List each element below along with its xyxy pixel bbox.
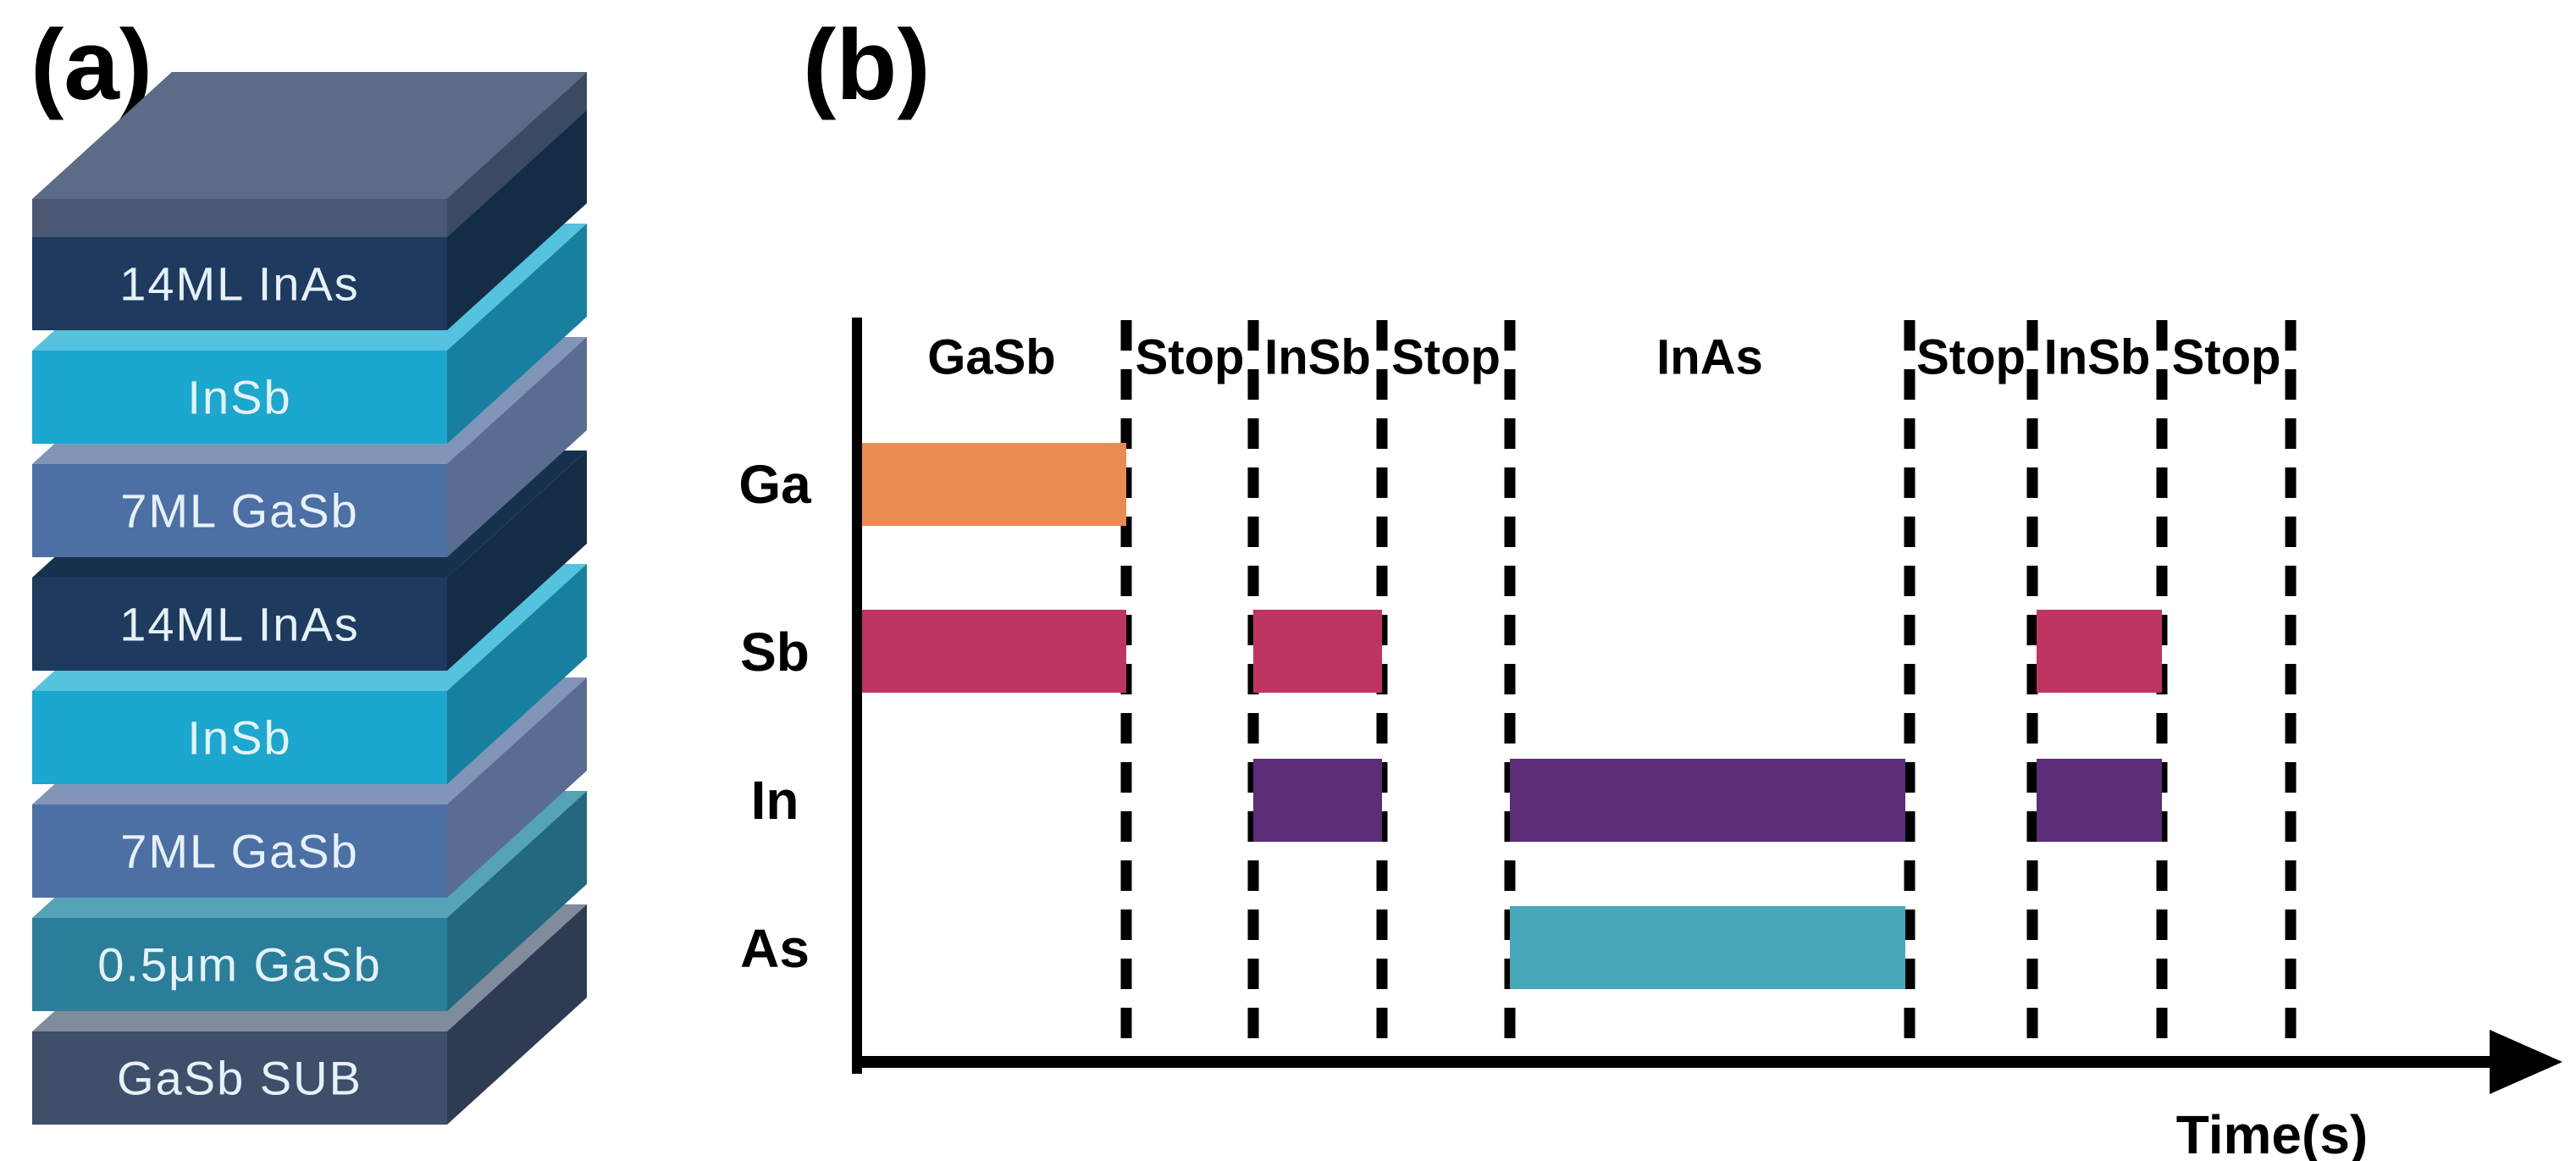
panel-b-label: (b) xyxy=(803,9,931,121)
y-axis xyxy=(852,318,862,1074)
layer-gasb-buffer-side-face xyxy=(447,791,587,1011)
layer-inas-upper-label: 14ML InAs xyxy=(119,257,360,311)
layer-insb-lower-front-face xyxy=(32,691,447,784)
shutter-bar-in xyxy=(1510,759,1905,842)
shutter-bar-sb xyxy=(857,610,1126,693)
row-label-as: As xyxy=(740,918,810,979)
x-axis xyxy=(852,1056,2498,1068)
section-label-stop-5: Stop xyxy=(1916,330,2026,385)
layer-gasb-upper-label: 7ML GaSb xyxy=(120,484,359,538)
layer-gasb-lower-side-face xyxy=(447,677,587,898)
layer-gasb-upper-side-face xyxy=(447,337,587,557)
row-label-ga: Ga xyxy=(738,454,811,515)
shutter-bar-sb xyxy=(2037,610,2162,693)
time-axis-label: Time(s) xyxy=(2176,1104,2368,1161)
layer-gasb-lower-front-face xyxy=(32,804,447,898)
layer-insb-lower-side-face xyxy=(447,564,587,784)
layer-inas-lower-front-face xyxy=(32,578,447,671)
shutter-bar-ga xyxy=(857,443,1126,526)
layer-inas-upper-side-face xyxy=(447,110,587,330)
shutter-bar-as xyxy=(1510,906,1905,989)
section-label-stop-1: Stop xyxy=(1136,330,1245,385)
layer-gasb-buffer-front-face xyxy=(32,918,447,1011)
layer-gasb-upper-front-face xyxy=(32,464,447,557)
layer-gasb-sub-front-face xyxy=(32,1031,447,1125)
layer-cap-front-face xyxy=(32,199,447,237)
section-label-insb-2: InSb xyxy=(1264,330,1371,385)
shutter-bar-in xyxy=(2037,759,2162,842)
layer-insb-upper-side-face xyxy=(447,224,587,444)
layer-gasb-buffer-label: 0.5μm GaSb xyxy=(97,938,382,992)
row-label-in: In xyxy=(751,770,799,831)
section-label-stop-7: Stop xyxy=(2172,330,2281,385)
x-axis-arrow-icon xyxy=(2490,1030,2562,1094)
layer-inas-lower-label: 14ML InAs xyxy=(119,598,360,651)
layer-inas-lower-side-face xyxy=(447,451,587,671)
section-label-insb-6: InSb xyxy=(2044,330,2151,385)
row-label-sb: Sb xyxy=(740,622,810,683)
shutter-bar-sb xyxy=(1253,610,1382,693)
layer-gasb-lower-label: 7ML GaSb xyxy=(120,825,359,878)
layer-gasb-sub-side-face xyxy=(447,904,587,1125)
layer-cap-top-face xyxy=(32,72,587,199)
layer-inas-upper-front-face xyxy=(32,237,447,330)
section-label-stop-3: Stop xyxy=(1391,330,1501,385)
layer-gasb-sub-label: GaSb SUB xyxy=(117,1052,362,1105)
panel-a-label: (a) xyxy=(30,9,153,121)
section-label-inas-4: InAs xyxy=(1656,330,1763,385)
layer-insb-lower-label: InSb xyxy=(187,711,291,765)
layer-insb-upper-front-face xyxy=(32,351,447,444)
layer-cap-side-face xyxy=(447,72,587,237)
shutter-bar-in xyxy=(1253,759,1382,842)
layer-insb-upper-label: InSb xyxy=(187,371,291,424)
section-label-gasb-0: GaSb xyxy=(927,330,1056,385)
